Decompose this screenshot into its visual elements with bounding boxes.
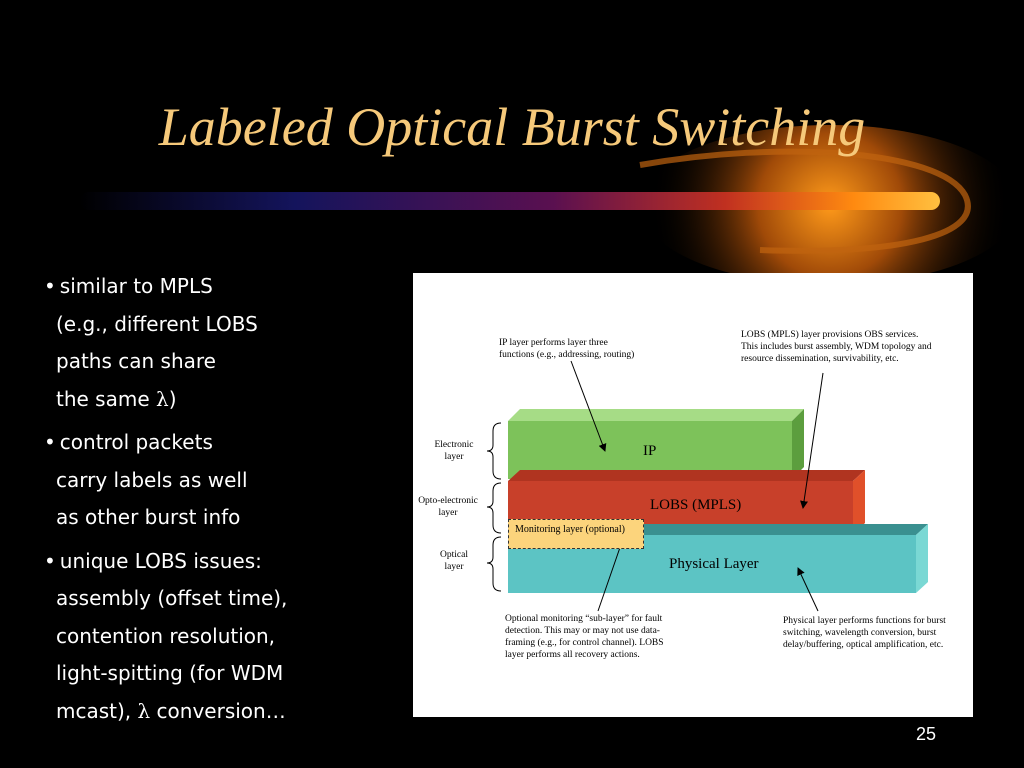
bullet-text: light-spitting (for WDM: [56, 661, 284, 685]
bullet-item: •control packets carry labels as well as…: [44, 424, 374, 537]
ip-layer-note: IP layer performs layer three functions …: [499, 338, 635, 360]
ip-block: [508, 421, 792, 479]
ip-block-top: [508, 409, 804, 421]
bullet-text: similar to MPLS: [59, 274, 213, 298]
optical-layer-label: Optical layer: [440, 550, 468, 572]
bullet-text: paths can share: [56, 349, 216, 373]
bullet-text: as other burst info: [56, 505, 241, 529]
bullet-text: assembly (offset time),: [56, 586, 288, 610]
bullet-list: •similar to MPLS (e.g., different LOBS p…: [44, 268, 374, 736]
opto-electronic-layer-label: Opto-electronic layer: [418, 496, 478, 518]
ip-layer-label: IP: [643, 443, 657, 459]
slide-title: Labeled Optical Burst Switching: [158, 97, 866, 157]
monitoring-layer-note: Optional monitoring “sub-layer” for faul…: [505, 614, 664, 660]
page-number: 25: [915, 724, 936, 744]
bullet-marker: •: [44, 274, 56, 298]
electronic-layer-label: Electronic layer: [434, 440, 474, 462]
lobs-note-arrow: [800, 372, 824, 509]
lobs-layer-note: LOBS (MPLS) layer provisions OBS service…: [741, 330, 932, 364]
bullet-text: unique LOBS issues:: [59, 548, 262, 573]
lobs-block-side: [853, 470, 865, 534]
optical-brace: [486, 536, 502, 592]
bullet-text: the same: [56, 386, 156, 411]
bullet-text: contention resolution,: [56, 623, 276, 648]
lobs-block-top: [508, 470, 865, 481]
lambda-symbol: λ: [156, 386, 169, 411]
lambda-symbol: λ: [137, 698, 151, 723]
layer-diagram: IP LOBS (MPLS) Physical Layer Monitoring…: [413, 273, 973, 717]
physical-layer-label: Physical Layer: [669, 556, 759, 572]
physical-layer-note: Physical layer performs functions for bu…: [783, 616, 946, 650]
bullet-text: conversion…: [150, 698, 286, 723]
ip-note-arrow: [570, 360, 607, 452]
bullet-text: carry labels as well: [56, 467, 248, 492]
physical-note-arrow: [797, 567, 819, 612]
opto-brace: [486, 482, 502, 534]
bullet-text: (e.g., different LOBS: [56, 311, 258, 336]
bullet-text: mcast),: [56, 698, 138, 723]
lobs-layer-label: LOBS (MPLS): [650, 497, 742, 513]
bullet-item: •similar to MPLS (e.g., different LOBS p…: [44, 268, 374, 418]
bullet-item: •unique LOBS issues: assembly (offset ti…: [44, 543, 374, 731]
monitoring-layer-box: Monitoring layer (optional): [508, 519, 644, 549]
bullet-text: control packets: [59, 430, 213, 454]
ip-block-side: [792, 409, 804, 479]
bullet-marker: •: [44, 430, 56, 454]
bullet-text: ): [168, 386, 177, 411]
bullet-marker: •: [44, 548, 56, 573]
electronic-brace: [486, 422, 502, 480]
physical-block-side: [916, 524, 928, 593]
